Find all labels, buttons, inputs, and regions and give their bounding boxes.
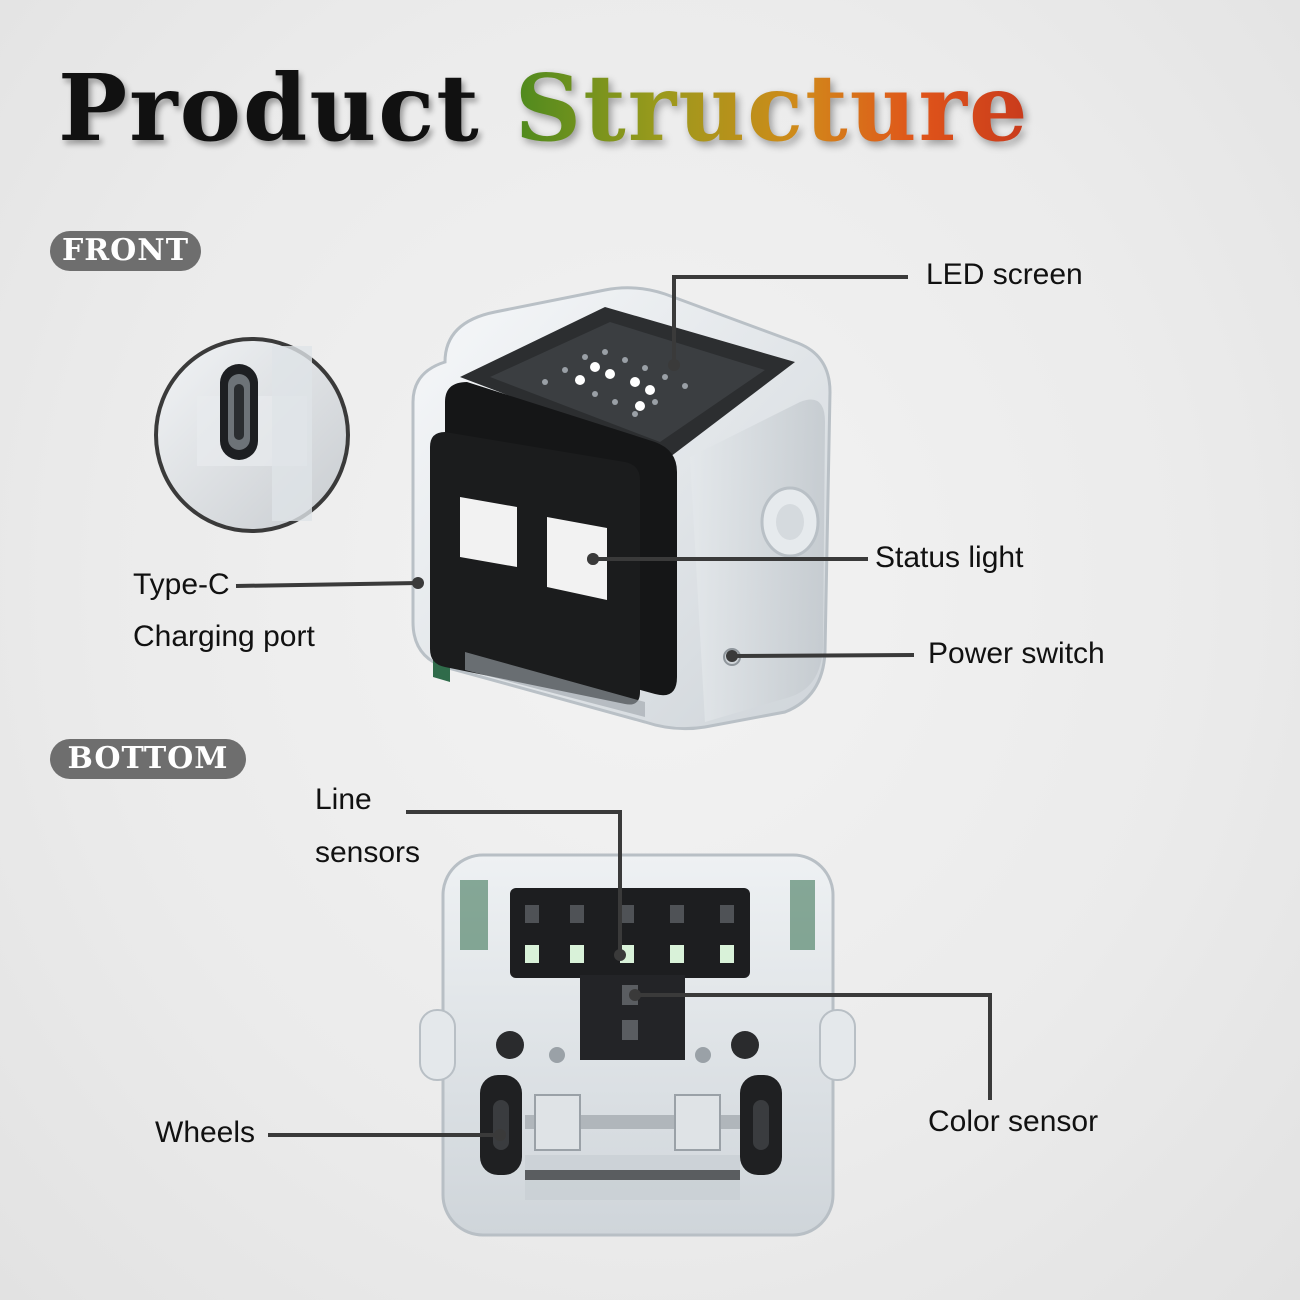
right-eye-icon: [547, 517, 607, 600]
robot-bottom-image: [419, 853, 856, 1237]
charging-port-label: Charging port: [133, 620, 315, 653]
front-section-badge: FRONT: [50, 231, 201, 271]
led-screen-label: LED screen: [926, 258, 1083, 291]
title-word-product: Product: [58, 54, 481, 162]
left-eye-icon: [460, 497, 517, 567]
line-sensors-label-line2: sensors: [315, 836, 421, 869]
wheels-label: Wheels: [155, 1116, 256, 1149]
robot-front-image: [411, 286, 832, 731]
status-light-label: Status light: [875, 541, 1024, 574]
line-sensors-leader: [406, 810, 622, 955]
power-switch-leader: [731, 653, 915, 658]
color-sensor-label: Color sensor: [928, 1105, 1099, 1138]
title-word-structure: Structure: [514, 54, 1030, 162]
bottom-section-badge: BOTTOM: [50, 739, 246, 779]
type-c-closeup-image: [154, 337, 350, 533]
type-c-label: Type-C: [133, 568, 230, 601]
line-sensors-label-line1: Line: [315, 783, 372, 816]
type-c-leader: [235, 581, 419, 588]
led-screen-leader: [672, 275, 908, 365]
color-sensor-leader: [635, 993, 992, 1100]
power-switch-label: Power switch: [928, 637, 1105, 670]
page-title: Product Structure: [58, 62, 1029, 154]
